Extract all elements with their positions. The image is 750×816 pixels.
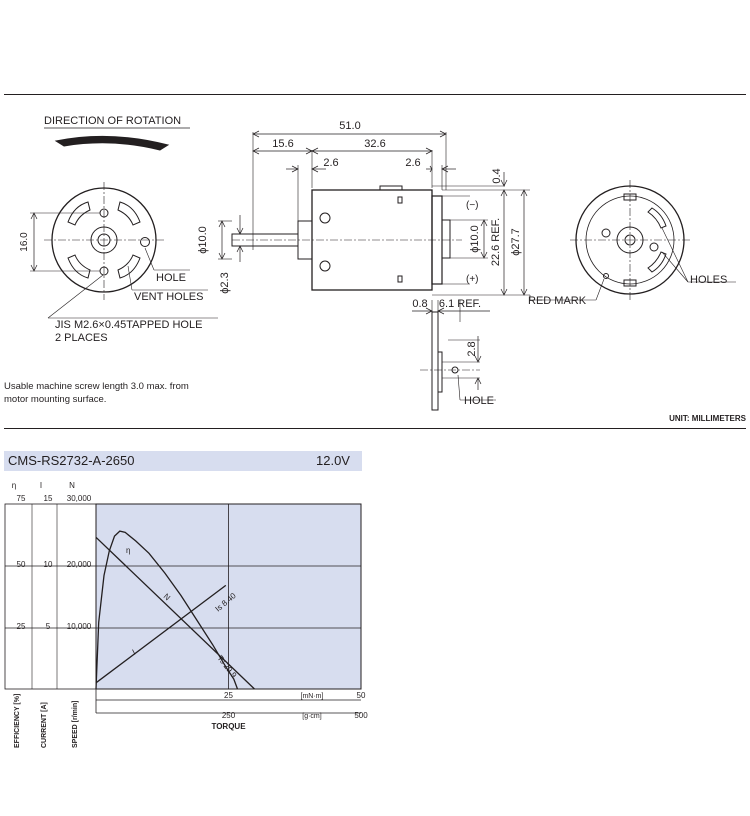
dim-0-8-label: 0.8 — [412, 298, 427, 310]
series-label: N — [162, 592, 172, 603]
axis-symbol: η — [12, 481, 16, 490]
motor-drawing: DIRECTION OF ROTATION — [19, 115, 736, 411]
hole-label: HOLE — [156, 272, 186, 284]
screw-note-line1: Usable machine screw length 3.0 max. fro… — [4, 381, 189, 392]
side-view — [218, 130, 530, 411]
y-axis-label: SPEED [r/min] — [72, 701, 79, 748]
y-tick-label: 15 — [44, 494, 53, 503]
tapped-hole-label: JIS M2.6×0.45TAPPED HOLE — [55, 319, 202, 331]
model-name: CMS-RS2732-A-2650 — [8, 453, 135, 468]
dim-phi2-3-label: ϕ2.3 — [219, 272, 231, 293]
dim-15-6-label: 15.6 — [272, 138, 293, 150]
x-tick-label: 500 — [354, 711, 368, 720]
left-end-view — [30, 182, 218, 319]
dim-2-6-a-label: 2.6 — [323, 157, 338, 169]
dim-phi10-boss-label: ϕ10.0 — [469, 225, 481, 253]
y-axis-label: EFFICIENCY [%] — [14, 694, 21, 748]
x-axis-title: TORQUE — [211, 722, 246, 731]
tapped-hole-places: 2 PLACES — [55, 332, 108, 344]
series-label: η — [126, 546, 130, 555]
minus-terminal-label: (−) — [466, 200, 479, 211]
scale-columns-frame — [4, 503, 97, 690]
terminal-hole-label: HOLE — [464, 395, 494, 407]
dim-2-6-b-label: 2.6 — [405, 157, 420, 169]
dim-phi27-7-label: ϕ27.7 — [510, 228, 522, 256]
x-tick-label: 250 — [222, 711, 236, 720]
direction-label: DIRECTION OF ROTATION — [44, 115, 181, 127]
y-tick-label: 75 — [17, 494, 26, 503]
rotation-direction-group: DIRECTION OF ROTATION — [44, 115, 190, 151]
y-tick-label: 10 — [44, 560, 53, 569]
rotation-arrow-icon — [54, 135, 170, 151]
dim-16-label: 16.0 — [19, 232, 30, 252]
series-line — [95, 584, 227, 684]
holes-label: HOLES — [690, 274, 727, 286]
top-rule — [4, 94, 746, 95]
series-line — [95, 536, 255, 690]
x-tick-label: 25 — [224, 691, 233, 700]
y-tick-label: 10,000 — [67, 622, 92, 631]
axis-symbol: I — [40, 481, 42, 490]
dim-0-4-label: 0.4 — [491, 168, 503, 183]
dim-6-1-label: 6.1 REF. — [439, 298, 481, 310]
y-tick-label: 20,000 — [67, 560, 92, 569]
y-tick-label: 5 — [46, 622, 51, 631]
model-banner — [4, 451, 362, 471]
y-tick-label: 50 — [17, 560, 26, 569]
vent-holes-label: VENT HOLES — [134, 291, 204, 303]
right-end-view — [529, 180, 736, 301]
rated-voltage: 12.0V — [316, 453, 350, 468]
screw-note-line2: motor mounting surface. — [4, 394, 107, 405]
dim-2-8-label: 2.8 — [466, 341, 478, 356]
series-label: I — [131, 648, 137, 657]
y-tick-label: 25 — [17, 622, 26, 631]
red-mark-label: RED MARK — [528, 295, 587, 307]
dim-22-6-label: 22.6 REF. — [490, 218, 502, 266]
x-unit-label: [g·cm] — [302, 713, 322, 720]
dim-32-6-label: 32.6 — [364, 138, 385, 150]
x-tick-label: 50 — [357, 691, 366, 700]
unit-label: UNIT: MILLIMETERS — [669, 414, 746, 423]
x-unit-label: [mN·m] — [301, 693, 324, 700]
axis-symbol: N — [69, 481, 75, 490]
dim-phi10-shaft-label: ϕ10.0 — [197, 226, 209, 254]
dim-51-label: 51.0 — [339, 120, 360, 132]
section-rule — [4, 428, 746, 429]
y-tick-label: 30,000 — [67, 494, 92, 503]
y-axis-label: CURRENT [A] — [41, 702, 48, 748]
plus-terminal-label: (+) — [466, 274, 479, 285]
